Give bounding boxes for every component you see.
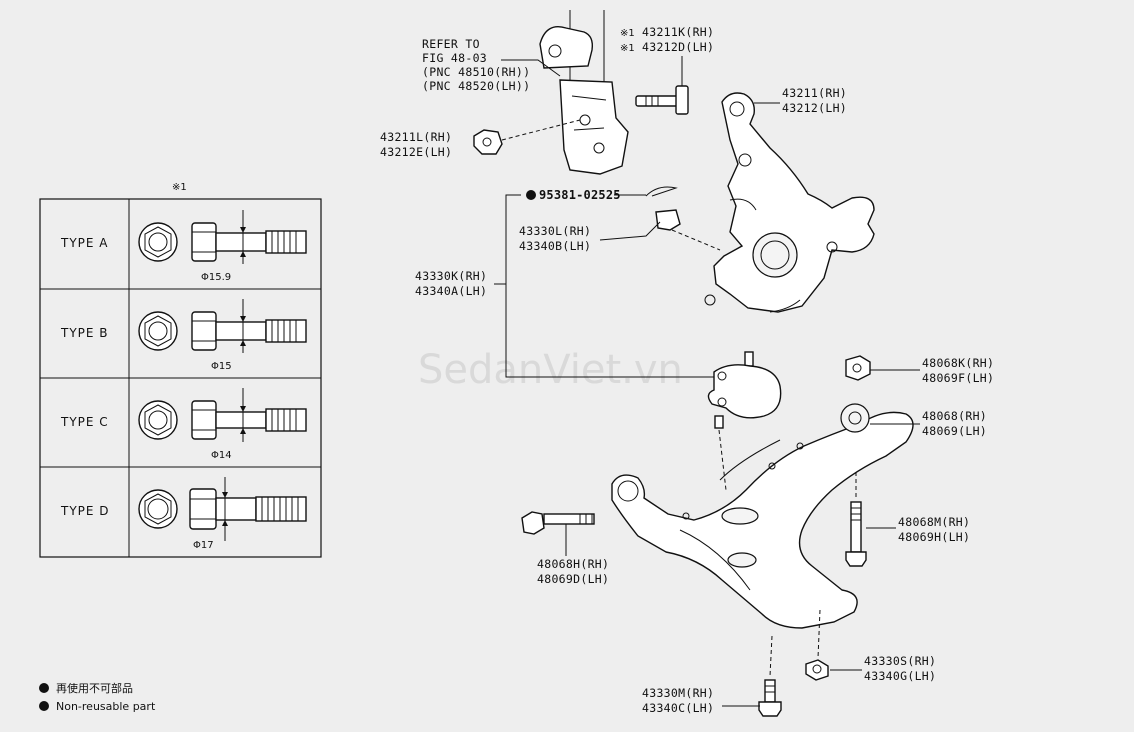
arm-rh: 48068(RH) — [922, 409, 987, 423]
type-b-label: TYPE B — [60, 326, 109, 340]
bolt-mm-rh: 43330M(RH) — [642, 686, 714, 700]
nut-s-lh: 43340G(LH) — [864, 669, 936, 683]
bolt-h-rh: 48068H(RH) — [537, 557, 609, 571]
type-c-dia: Φ14 — [211, 450, 232, 461]
nut-l-rh: 43211L(RH) — [380, 130, 452, 144]
type-b-dia: Φ15 — [211, 361, 232, 372]
type-a-bolt — [138, 210, 307, 264]
type-d-bolt — [138, 477, 307, 541]
nut-43211l — [473, 119, 581, 155]
refer-line3: (PNC 48510(RH)) — [422, 65, 530, 79]
castle-nut — [599, 209, 721, 251]
bolt-43211k — [635, 56, 689, 115]
bolt-k-mark2: ※1 — [620, 43, 635, 54]
cotter-pin — [526, 186, 678, 200]
cotter-label: 95381-02525 — [539, 188, 621, 202]
bolt-48068m — [845, 472, 896, 567]
bolt-k-mark1: ※1 — [620, 28, 635, 39]
type-d-dia: Φ17 — [193, 540, 214, 551]
ball-joint-lh: 43340A(LH) — [415, 284, 487, 298]
bolt-43330m — [722, 635, 782, 717]
type-d-label: TYPE D — [60, 504, 110, 518]
refer-line4: (PNC 48520(LH)) — [422, 79, 530, 93]
bolt-m-rh: 48068M(RH) — [898, 515, 970, 529]
bolt-h-lh: 48069D(LH) — [537, 572, 609, 586]
nut-43330s — [805, 609, 862, 681]
refer-note: REFER TO FIG 48-03 (PNC 48510(RH)) (PNC … — [422, 37, 561, 93]
ball-joint — [707, 351, 782, 491]
type-a-dia: Φ15.9 — [201, 272, 231, 283]
arm-lh: 48069(LH) — [922, 424, 987, 438]
legend: 再使用不可部品 Non-reusable part — [39, 681, 156, 713]
type-c-bolt — [138, 388, 307, 442]
watermark: SedanViet.vn — [418, 347, 683, 393]
bolt-m-lh: 48069H(LH) — [898, 530, 970, 544]
nut-48068k — [845, 355, 920, 381]
steering-knuckle — [704, 92, 875, 313]
bolt-48068h — [521, 511, 595, 556]
lower-control-arm — [611, 403, 914, 629]
refer-line2: FIG 48-03 — [422, 51, 487, 65]
bolt-type-table: ※1 TYPE A TYPE B TYPE C TYPE D Φ15.9 — [39, 182, 322, 558]
strut-bracket — [539, 10, 629, 175]
nut-s-rh: 43330S(RH) — [864, 654, 936, 668]
bolt-mm-lh: 43340C(LH) — [642, 701, 714, 715]
knuckle-lh: 43212(LH) — [782, 101, 847, 115]
knuckle-rh: 43211(RH) — [782, 86, 847, 100]
ball-joint-rh: 43330K(RH) — [415, 269, 487, 283]
type-a-label: TYPE A — [60, 236, 109, 250]
legend-en: Non-reusable part — [56, 700, 156, 713]
nut-ball-rh: 43330L(RH) — [519, 224, 591, 238]
nut-ball-lh: 43340B(LH) — [519, 239, 591, 253]
bolt-k-lh: 43212D(LH) — [642, 40, 714, 54]
nut-arm-rh: 48068K(RH) — [922, 356, 994, 370]
bolt-k-rh: 43211K(RH) — [642, 25, 714, 39]
nut-arm-lh: 48069F(LH) — [922, 371, 994, 385]
legend-jp: 再使用不可部品 — [56, 681, 133, 695]
table-note-mark: ※1 — [172, 182, 187, 193]
type-c-label: TYPE C — [60, 415, 109, 429]
refer-line1: REFER TO — [422, 37, 480, 51]
nut-l-lh: 43212E(LH) — [380, 145, 452, 159]
type-b-bolt — [138, 299, 307, 353]
